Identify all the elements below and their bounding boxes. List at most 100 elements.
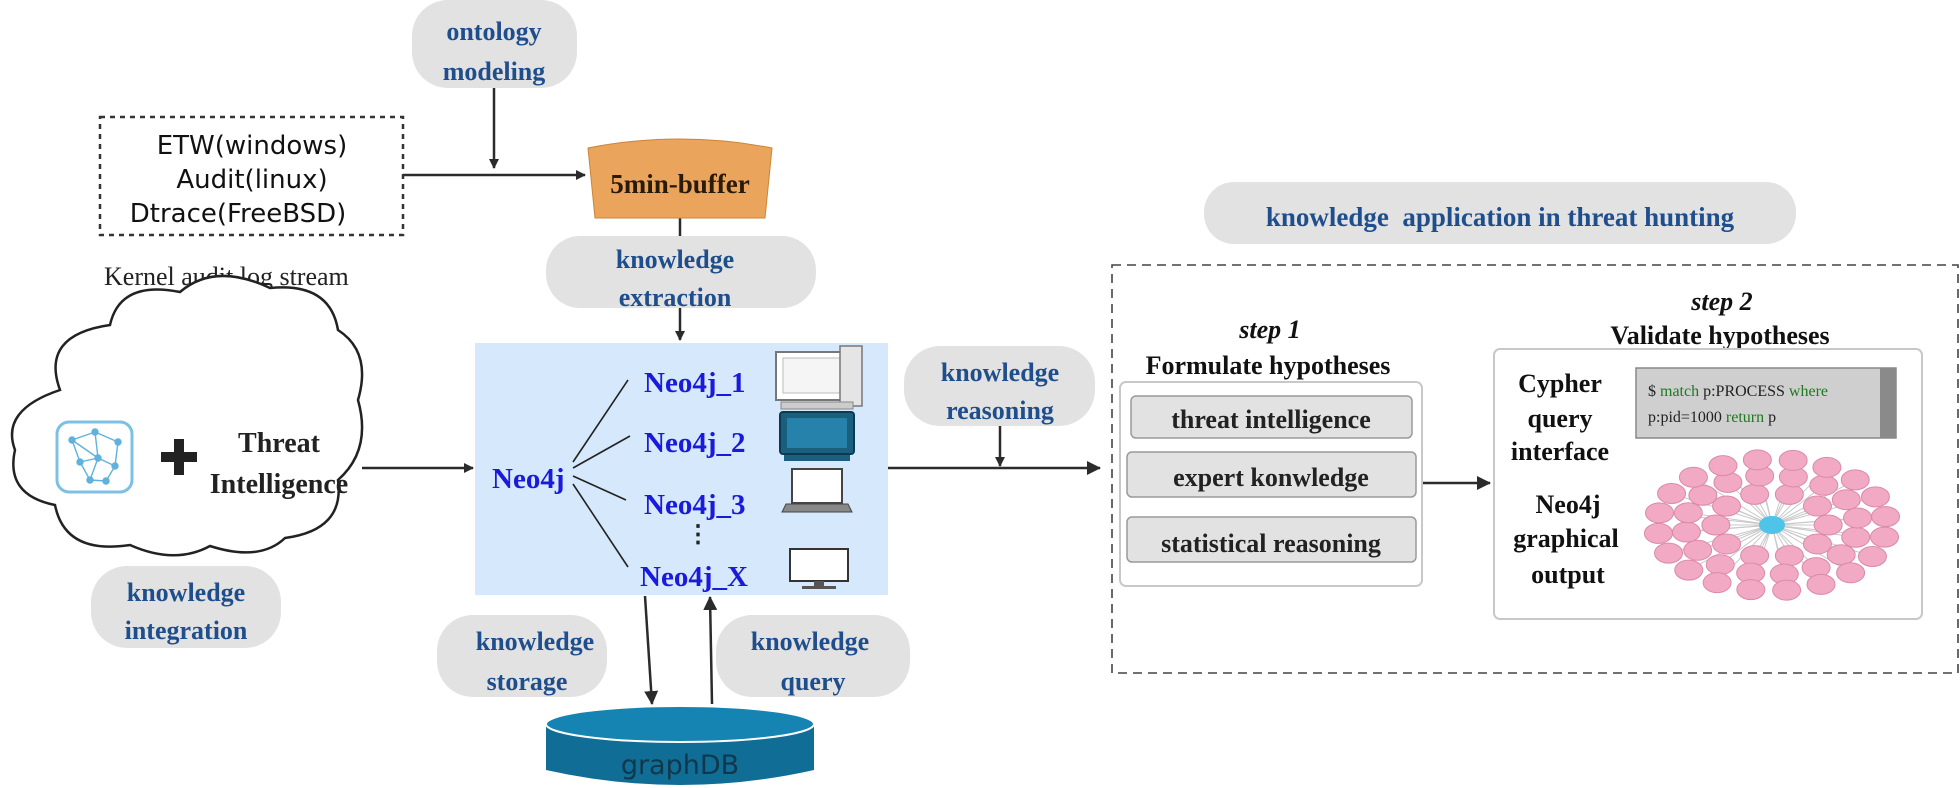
neo4j-root-label: Neo4j — [492, 463, 564, 495]
knowledge-integration-pill: knowledge integration — [91, 566, 281, 648]
neo4j-cluster-panel: Neo4j Neo4j_1 Neo4j_2 Neo4j_3 ⋮ Neo4j_X — [475, 343, 888, 595]
step1-step: step 1 — [1238, 315, 1300, 344]
graph-node — [1740, 545, 1770, 567]
pill-label: knowledge — [941, 358, 1059, 387]
pill-label: knowledge — [616, 245, 734, 274]
hypothesis-item: threat intelligence — [1130, 395, 1413, 439]
pill-label: reasoning — [946, 396, 1054, 425]
buffer-label: 5min-buffer — [610, 169, 749, 199]
pill-label: knowledge — [476, 627, 594, 656]
threat-intel-label: Intelligence — [210, 469, 348, 500]
ontology-modeling-pill: ontology modeling — [412, 0, 577, 88]
buffer-shape: 5min-buffer — [587, 138, 773, 219]
pill-label: ontology — [446, 17, 541, 46]
neo4j-node-label: Neo4j_3 — [644, 489, 745, 521]
pill-label: extraction — [619, 283, 732, 312]
network-icon — [55, 420, 134, 494]
arrow-storage-to-graphdb — [643, 595, 659, 705]
graph-node — [1870, 526, 1900, 548]
graph-node — [1812, 456, 1842, 478]
neo4j-node-label: Neo4j_2 — [644, 427, 745, 459]
graph-node — [1802, 495, 1832, 517]
graph-node — [1871, 506, 1901, 528]
graph-node — [1701, 514, 1731, 536]
knowledge-storage-pill: knowledge storage — [437, 615, 607, 697]
neo4j-graph-visualization — [1643, 449, 1901, 601]
graph-node — [1702, 572, 1732, 594]
threat-intelligence-cloud: Threat Intelligence — [10, 274, 364, 557]
graph-node — [1657, 482, 1687, 504]
graph-node — [1644, 502, 1674, 524]
graph-node — [1826, 544, 1856, 566]
graph-node — [1857, 546, 1887, 568]
neo4j-node-label: Neo4j_1 — [644, 367, 745, 399]
pill-label: storage — [487, 667, 568, 696]
graph-node — [1806, 573, 1836, 595]
graph-node — [1674, 559, 1704, 581]
threat-intel-label: Threat — [238, 428, 321, 459]
connectors — [362, 88, 1491, 705]
knowledge-extraction-pill: knowledge extraction — [546, 236, 816, 312]
graphdb-label: graphDB — [621, 750, 739, 781]
neo4j-node-label: Neo4j_X — [640, 561, 748, 593]
graphical-output-label: Neo4j — [1536, 490, 1601, 519]
cypher-label: Cypher — [1518, 369, 1602, 398]
hypothesis-item-label: statistical reasoning — [1161, 529, 1381, 558]
graph-node — [1673, 502, 1703, 524]
arrow-graphdb-to-query — [703, 596, 718, 705]
graph-node — [1813, 514, 1843, 536]
graph-node — [1840, 469, 1870, 491]
step2-title: Validate hypotheses — [1610, 321, 1829, 350]
application-title: knowledge application in threat hunting — [1266, 202, 1735, 232]
step2-panel: step 2 Validate hypotheses Cypher query … — [1493, 287, 1923, 620]
graph-node — [1860, 486, 1890, 508]
cypher-query-line-1: $ match p:PROCESS where — [1648, 383, 1828, 400]
pill-label: query — [781, 667, 846, 696]
plus-icon — [161, 439, 197, 475]
graph-node — [1843, 507, 1873, 529]
hypothesis-item: statistical reasoning — [1126, 516, 1417, 563]
hypothesis-item-label: threat intelligence — [1171, 405, 1371, 434]
graph-node — [1802, 533, 1832, 555]
graph-node — [1809, 474, 1839, 496]
graph-node — [1774, 483, 1804, 505]
graph-hub-node — [1759, 516, 1785, 534]
log-sources-box: ETW(windows) Audit(linux) Dtrace(FreeBSD… — [98, 115, 405, 237]
graph-node — [1836, 562, 1866, 584]
graph-node — [1688, 484, 1718, 506]
graph-node — [1740, 483, 1770, 505]
pill-label: knowledge — [127, 578, 245, 607]
knowledge-query-pill: knowledge query — [716, 615, 910, 697]
log-source-dtrace: Dtrace(FreeBSD) — [130, 199, 347, 229]
graph-node — [1742, 449, 1772, 471]
crt-monitor-icon — [779, 411, 855, 461]
flat-monitor-icon — [789, 548, 849, 589]
step1-title: Formulate hypotheses — [1146, 351, 1391, 380]
neo4j-ellipsis: ⋮ — [686, 522, 710, 548]
hypothesis-item: expert konwledge — [1126, 451, 1417, 498]
step2-step: step 2 — [1690, 287, 1752, 316]
pill-label: integration — [125, 616, 248, 645]
graph-node — [1678, 466, 1708, 488]
graphdb-cylinder: graphDB — [545, 705, 815, 785]
graph-node — [1654, 542, 1684, 564]
application-title-pill: knowledge application in threat hunting — [1204, 182, 1796, 244]
graphical-output-label: output — [1531, 560, 1605, 589]
graph-node — [1643, 522, 1673, 544]
graph-node — [1671, 521, 1701, 543]
graph-node — [1705, 554, 1735, 576]
cypher-label: query — [1528, 404, 1593, 433]
pill-label: knowledge — [751, 627, 869, 656]
graph-node — [1708, 455, 1738, 477]
step1-panel: step 1 Formulate hypotheses threat intel… — [1119, 315, 1423, 587]
graph-node — [1712, 533, 1742, 555]
knowledge-reasoning-pill: knowledge reasoning — [904, 346, 1095, 426]
log-source-audit: Audit(linux) — [176, 165, 327, 195]
desktop-computer-icon — [775, 345, 863, 410]
cypher-query-box: $ match p:PROCESS where p:pid=1000 retur… — [1635, 367, 1897, 439]
graph-node — [1683, 539, 1713, 561]
graph-node — [1841, 526, 1871, 548]
graph-node — [1736, 579, 1766, 601]
cypher-label: interface — [1511, 437, 1609, 466]
